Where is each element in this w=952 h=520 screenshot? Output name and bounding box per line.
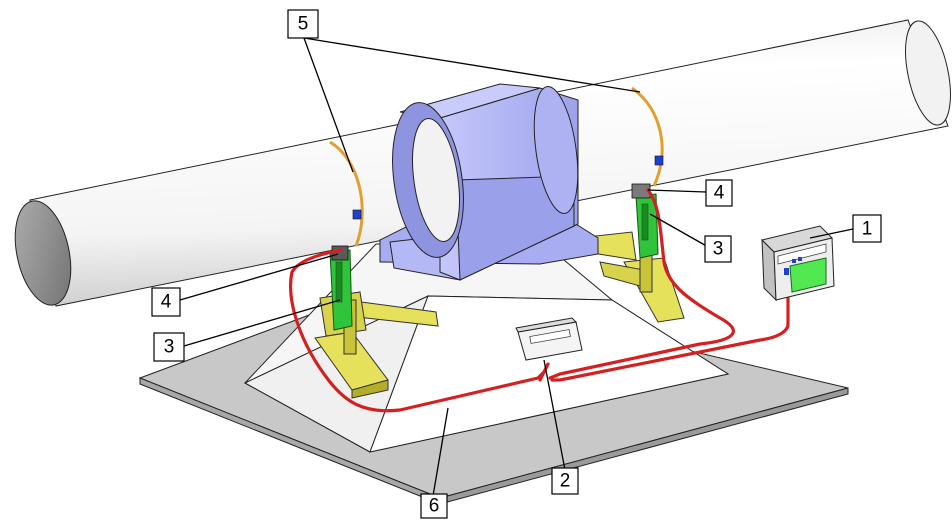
svg-text:1: 1 [862, 219, 873, 240]
signal-cable [289, 188, 790, 413]
svg-text:5: 5 [298, 14, 309, 35]
pedestal [243, 239, 730, 453]
callout-3-left: 3 [153, 332, 185, 362]
shaft-end-face [14, 200, 72, 306]
callout-4-right: 4 [705, 179, 733, 207]
callout-3-right: 3 [704, 235, 732, 263]
callout-5: 5 [287, 9, 319, 39]
controller-indicator [792, 259, 796, 263]
controller-indicator [798, 257, 802, 261]
sensor-ring-left [329, 140, 364, 247]
callout-6: 6 [420, 493, 448, 519]
leader-lines [179, 37, 854, 497]
callout-2: 2 [551, 467, 579, 495]
callout-1: 1 [852, 214, 882, 243]
svg-text:6: 6 [429, 496, 440, 517]
svg-text:3: 3 [713, 239, 724, 260]
sensor-holder-left [329, 249, 353, 331]
sensor-ring-right [631, 86, 664, 187]
callout-4-left: 4 [151, 287, 181, 317]
controller-screen [789, 257, 827, 293]
svg-text:3: 3 [164, 337, 175, 358]
controller-indicator [784, 268, 789, 275]
controller-unit [761, 225, 835, 302]
svg-text:4: 4 [714, 183, 725, 204]
junction-box [515, 317, 583, 361]
svg-text:2: 2 [560, 471, 571, 492]
svg-text:4: 4 [161, 292, 172, 313]
bearing-housing [379, 83, 599, 281]
